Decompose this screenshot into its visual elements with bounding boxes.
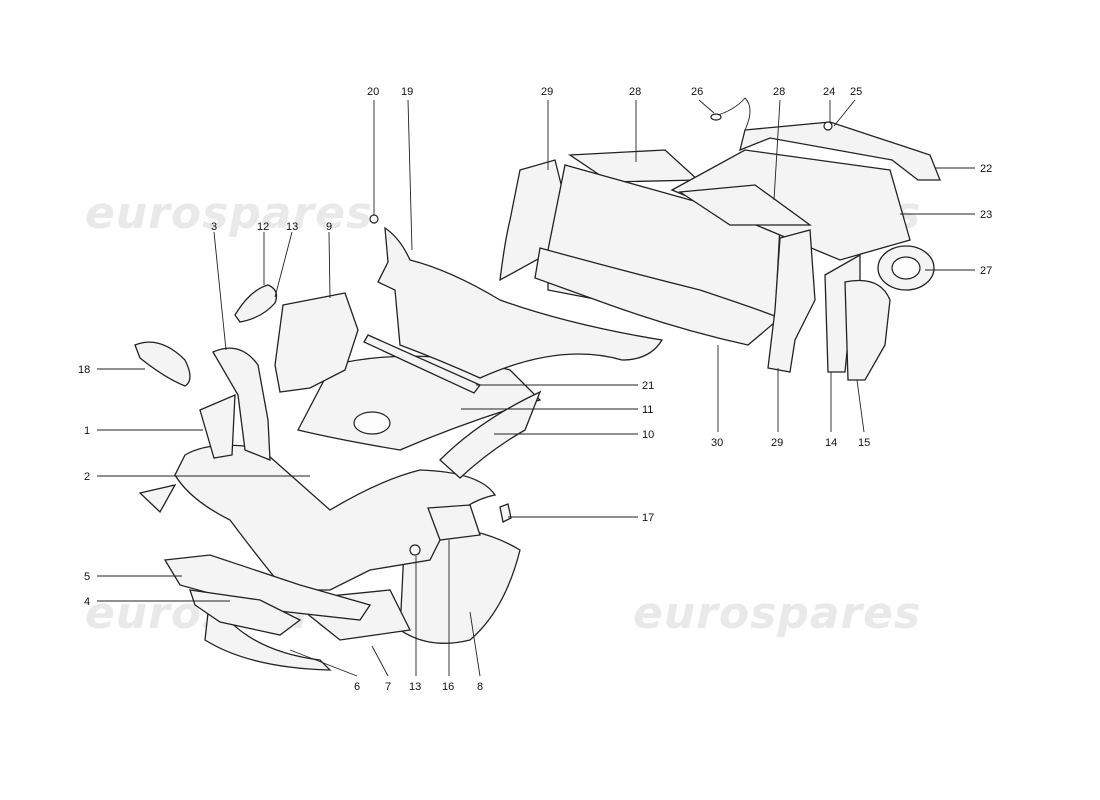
callout-13-bottom: 13 — [409, 681, 421, 693]
part-9-air-duct — [274, 292, 359, 393]
callout-2: 2 — [84, 471, 90, 483]
part-12-strap — [234, 284, 278, 323]
leader-8 — [469, 611, 481, 677]
part-3-rear-wall — [212, 347, 271, 461]
callout-6: 6 — [354, 681, 360, 693]
leader-lines — [97, 99, 975, 677]
part-26-cable — [714, 97, 751, 131]
callout-1: 1 — [84, 425, 90, 437]
part-24-screw — [823, 121, 833, 131]
callout-27: 27 — [980, 265, 992, 277]
callout-8: 8 — [477, 681, 483, 693]
leader-28b — [773, 99, 781, 201]
part-28-center-pad — [678, 184, 812, 226]
callout-11: 11 — [642, 404, 653, 416]
callout-29-right: 29 — [771, 437, 783, 449]
part-5-side-panel — [163, 554, 372, 621]
part-1-side-channel — [199, 393, 236, 459]
part-15-panel — [844, 279, 891, 381]
part-1b-flange — [138, 484, 177, 514]
callout-28-right: 28 — [773, 86, 785, 98]
part-27-cover-inner — [891, 256, 921, 280]
part-20-screw — [369, 214, 379, 224]
part-22-top-brace — [739, 121, 941, 181]
part-26-plug — [710, 113, 722, 121]
callout-15: 15 — [858, 437, 870, 449]
spare-wheel-boss — [353, 411, 391, 435]
leader-3 — [213, 231, 227, 351]
leader-6 — [289, 649, 358, 677]
part-16-bracket — [427, 504, 481, 541]
leader-13a — [274, 231, 293, 298]
callout-24: 24 — [823, 86, 835, 98]
part-18-strap — [134, 341, 191, 387]
callout-5: 5 — [84, 571, 90, 583]
callout-labels: 1 2 3 4 5 6 7 8 9 10 11 12 13 13 14 15 1… — [78, 86, 992, 693]
trunk-lining-assembly — [499, 97, 941, 381]
leader-7 — [371, 645, 389, 677]
callout-22: 22 — [980, 163, 992, 175]
part-13-clip — [409, 544, 421, 556]
part-29-side-lining-right — [767, 229, 816, 373]
callout-14: 14 — [825, 437, 837, 449]
part-10-side-panel — [439, 390, 542, 479]
callout-25: 25 — [850, 86, 862, 98]
part-21-sealing-strip — [363, 334, 482, 394]
callout-29-left: 29 — [541, 86, 553, 98]
callout-21: 21 — [642, 380, 654, 392]
callout-30: 30 — [711, 437, 723, 449]
callout-23: 23 — [980, 209, 992, 221]
watermark-bottom-right: eurospares — [633, 588, 921, 639]
leader-25 — [833, 99, 856, 127]
callout-13-top: 13 — [286, 221, 298, 233]
callout-12: 12 — [257, 221, 269, 233]
leader-15 — [856, 379, 865, 433]
callout-20: 20 — [367, 86, 379, 98]
callout-16: 16 — [442, 681, 454, 693]
callout-19: 19 — [401, 86, 413, 98]
part-30-floor-lip — [534, 247, 782, 346]
callout-3: 3 — [211, 221, 217, 233]
callout-26: 26 — [691, 86, 703, 98]
callout-18: 18 — [78, 364, 90, 376]
part-6-lower-panel — [204, 592, 332, 671]
watermark-top-left: eurospares — [85, 188, 373, 239]
callout-4: 4 — [84, 596, 90, 608]
callout-10: 10 — [642, 429, 654, 441]
callout-17: 17 — [642, 512, 654, 524]
leader-26 — [698, 99, 715, 114]
callout-28-left: 28 — [629, 86, 641, 98]
callout-9: 9 — [326, 221, 332, 233]
leader-9 — [328, 231, 331, 299]
leader-19 — [407, 99, 413, 251]
part-19-rear-panel — [377, 226, 664, 379]
part-17-screw — [499, 503, 512, 523]
callout-7: 7 — [385, 681, 391, 693]
boot-floor-assembly — [134, 214, 664, 671]
